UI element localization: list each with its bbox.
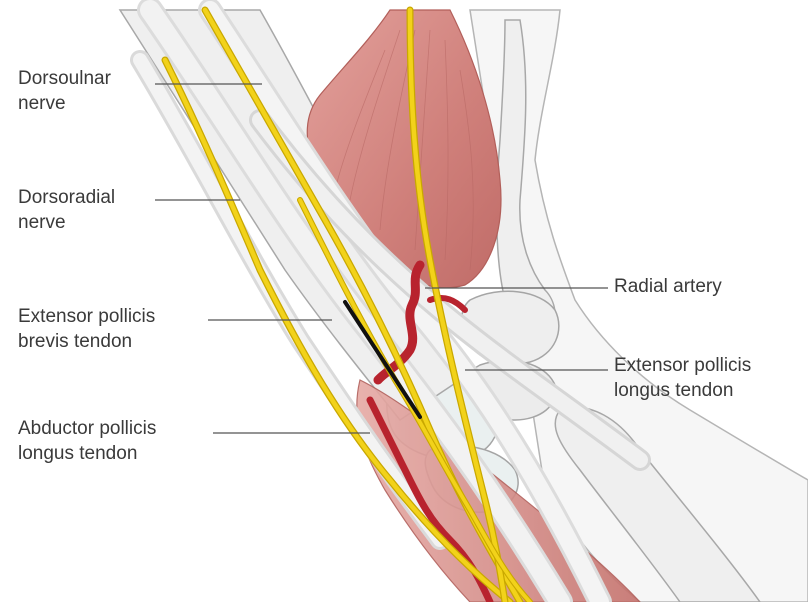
label-dorsoulnar-line1: Dorsoulnar [18, 66, 111, 91]
label-dorsoradial-line1: Dorsoradial [18, 185, 115, 210]
label-dorsoulnar-line2: nerve [18, 91, 111, 116]
label-extensor-pollicis-brevis: Extensor pollicis brevis tendon [18, 304, 155, 354]
label-radial-artery-line1: Radial artery [614, 274, 722, 299]
label-dorsoradial-line2: nerve [18, 210, 115, 235]
label-epb-line1: Extensor pollicis [18, 304, 155, 329]
label-dorsoradial-nerve: Dorsoradial nerve [18, 185, 115, 235]
label-extensor-pollicis-longus: Extensor pollicis longus tendon [614, 353, 751, 403]
label-dorsoulnar-nerve: Dorsoulnar nerve [18, 66, 111, 116]
label-apl-line1: Abductor pollicis [18, 416, 156, 441]
label-epl-line2: longus tendon [614, 378, 751, 403]
label-epb-line2: brevis tendon [18, 329, 155, 354]
label-epl-line1: Extensor pollicis [614, 353, 751, 378]
label-apl-line2: longus tendon [18, 441, 156, 466]
label-radial-artery: Radial artery [614, 274, 722, 299]
label-abductor-pollicis-longus: Abductor pollicis longus tendon [18, 416, 156, 466]
